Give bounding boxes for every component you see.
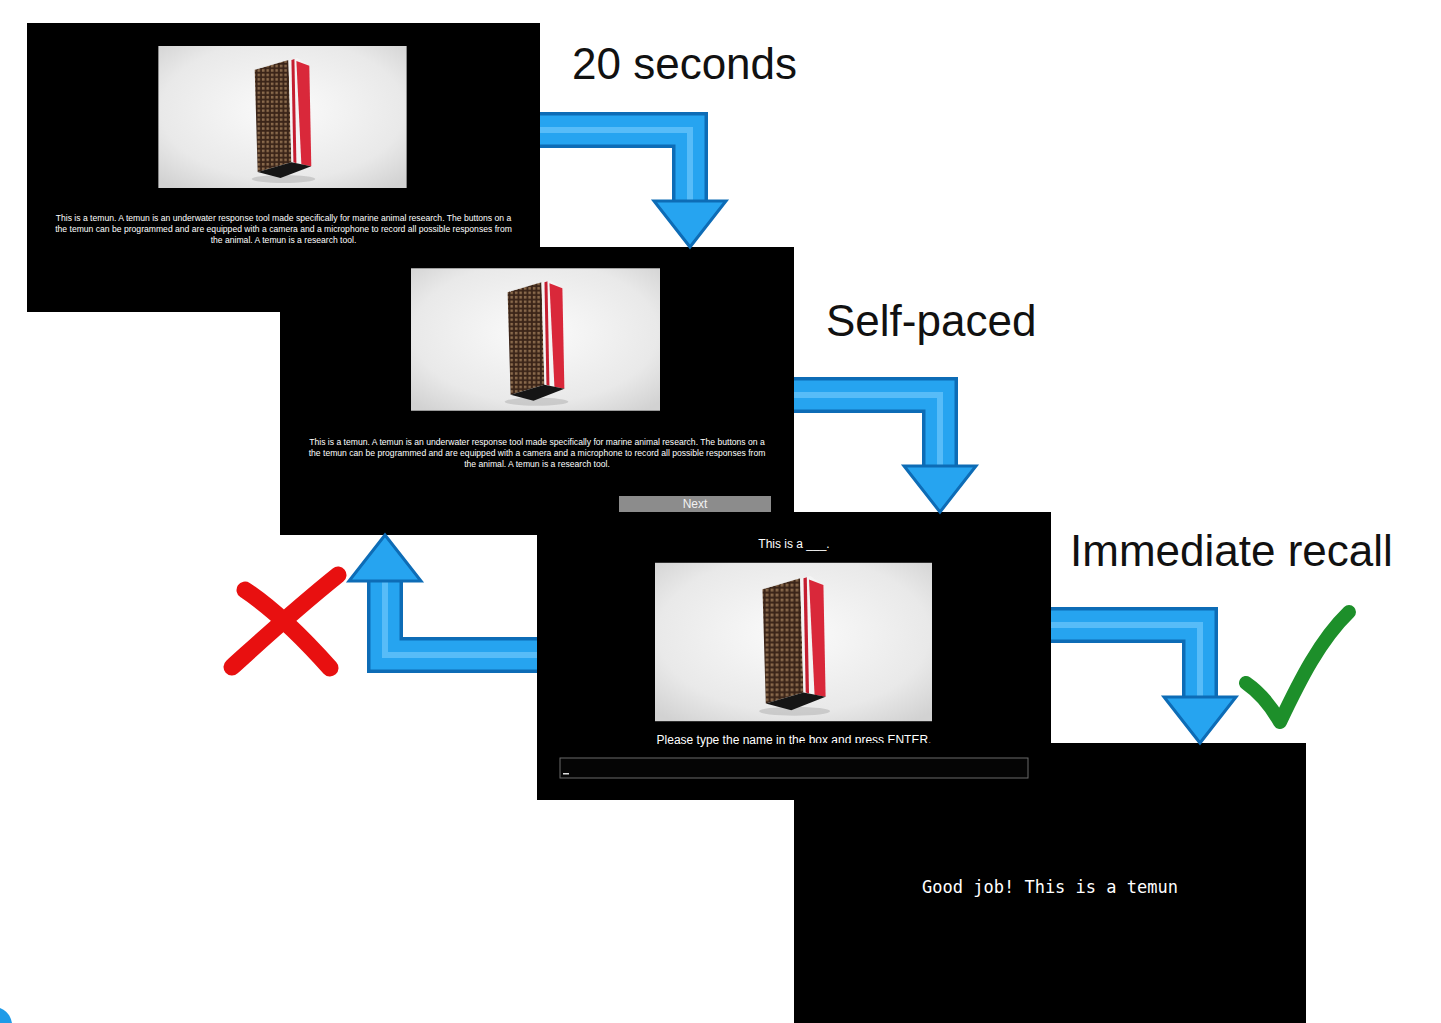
temun-image <box>655 563 932 721</box>
arrow-shaft <box>540 130 690 203</box>
flow-arrow <box>540 130 726 247</box>
arrow-shaft-outline <box>385 579 537 655</box>
arrow-head <box>1164 697 1236 743</box>
temun-image <box>411 268 660 410</box>
arrow-shaft <box>385 579 537 655</box>
temun-image <box>158 46 406 188</box>
text-input-box <box>560 758 1028 778</box>
feedback-text: Good job! This is a temun <box>794 876 1306 898</box>
incorrect-mark <box>232 575 338 668</box>
screen-panel: Good job! This is a temun <box>794 743 1306 1023</box>
button-text: Next <box>619 497 771 511</box>
description-text: This is a temun. A temun is an underwate… <box>52 213 515 246</box>
timing-label: Immediate recall <box>1070 525 1393 577</box>
arrow-head <box>349 535 421 581</box>
timing-label: Self-paced <box>826 295 1036 347</box>
arrow-highlight <box>1051 625 1200 699</box>
timing-label: 20 seconds <box>572 38 797 90</box>
arrow-shaft-outline <box>540 130 690 203</box>
prompt-text: This is a ___. <box>537 537 1051 552</box>
arrow-highlight <box>540 130 690 203</box>
arrow-highlight <box>385 579 537 655</box>
flow-arrow <box>349 535 537 655</box>
text-caret <box>563 773 569 775</box>
description-text: This is a temun. A temun is an underwate… <box>305 437 769 470</box>
arrow-head <box>904 466 976 512</box>
arrow-shaft <box>1051 625 1200 699</box>
arrow-highlight <box>794 395 940 468</box>
flow-arrow <box>1051 625 1236 743</box>
arrow-shaft-outline <box>794 395 940 468</box>
arrow-shaft <box>794 395 940 468</box>
corner-decoration <box>0 1008 12 1023</box>
arrow-head <box>654 201 726 247</box>
flow-arrow <box>794 395 976 512</box>
correct-mark <box>1246 612 1349 722</box>
next-button: Next <box>619 496 771 512</box>
arrow-shaft-outline <box>1051 625 1200 699</box>
